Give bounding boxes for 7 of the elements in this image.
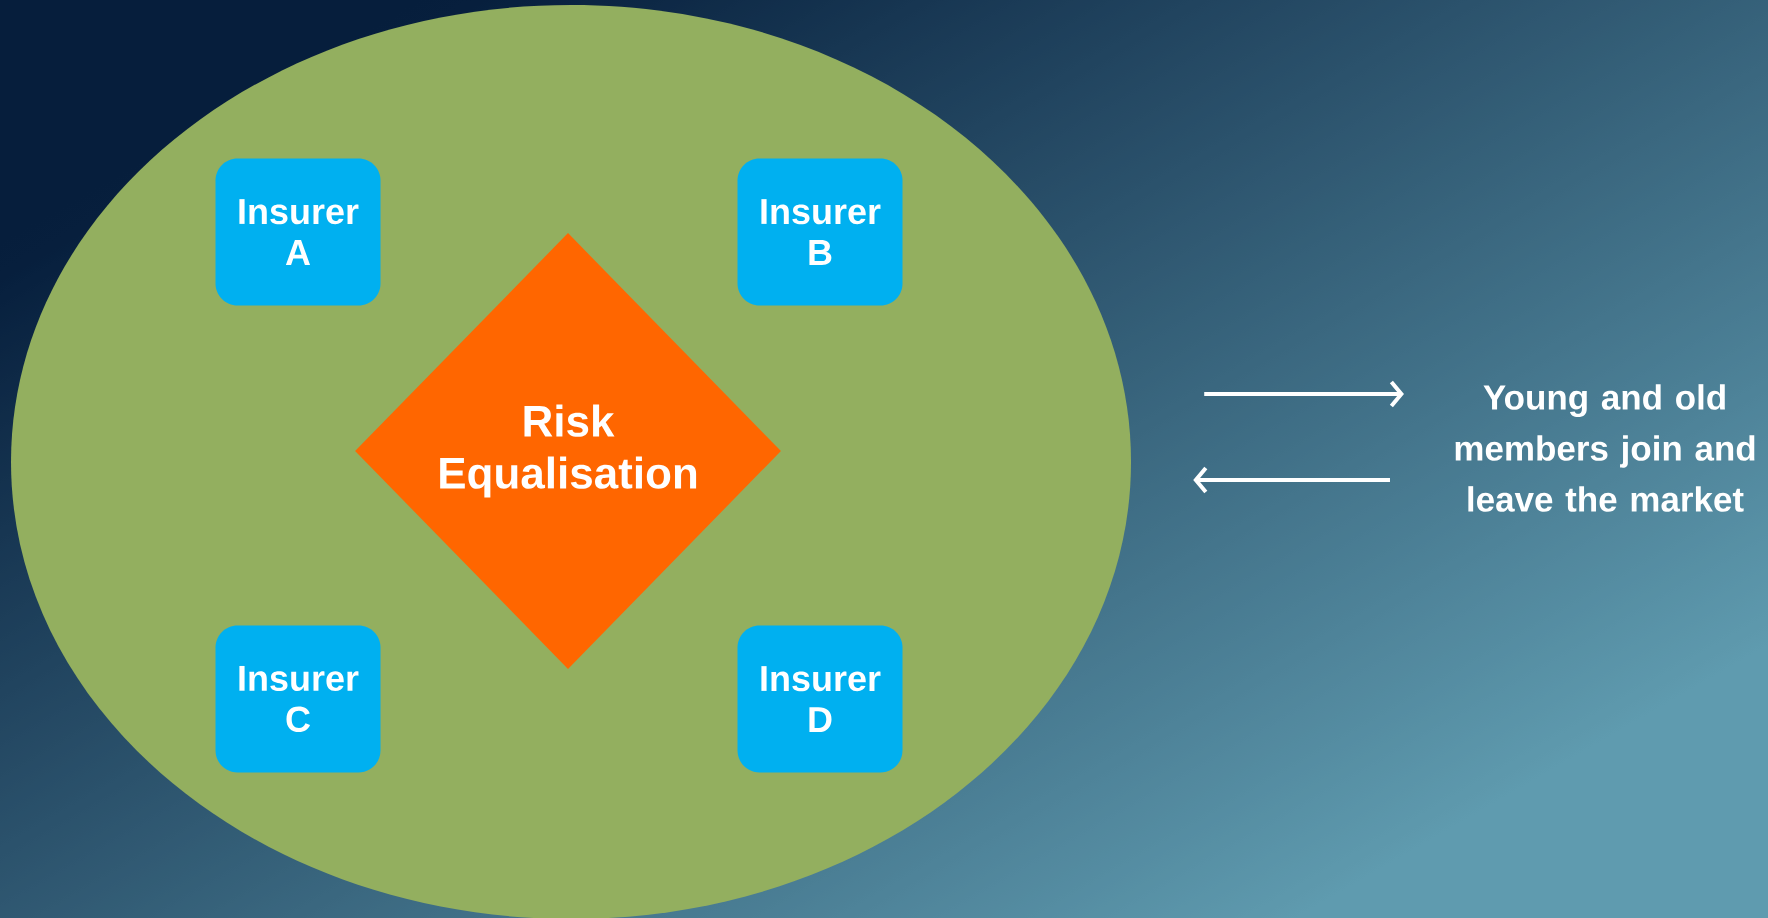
note-text: Young and old members join and leave the market [1455, 384, 1755, 512]
arrow [1204, 380, 1404, 408]
arrow [1193, 466, 1390, 494]
insurer-box: Insurer D [737, 625, 903, 773]
insurer-box: Insurer A [215, 158, 381, 306]
insurer-box: Insurer C [215, 625, 381, 773]
insurer-box: Insurer B [737, 158, 903, 306]
